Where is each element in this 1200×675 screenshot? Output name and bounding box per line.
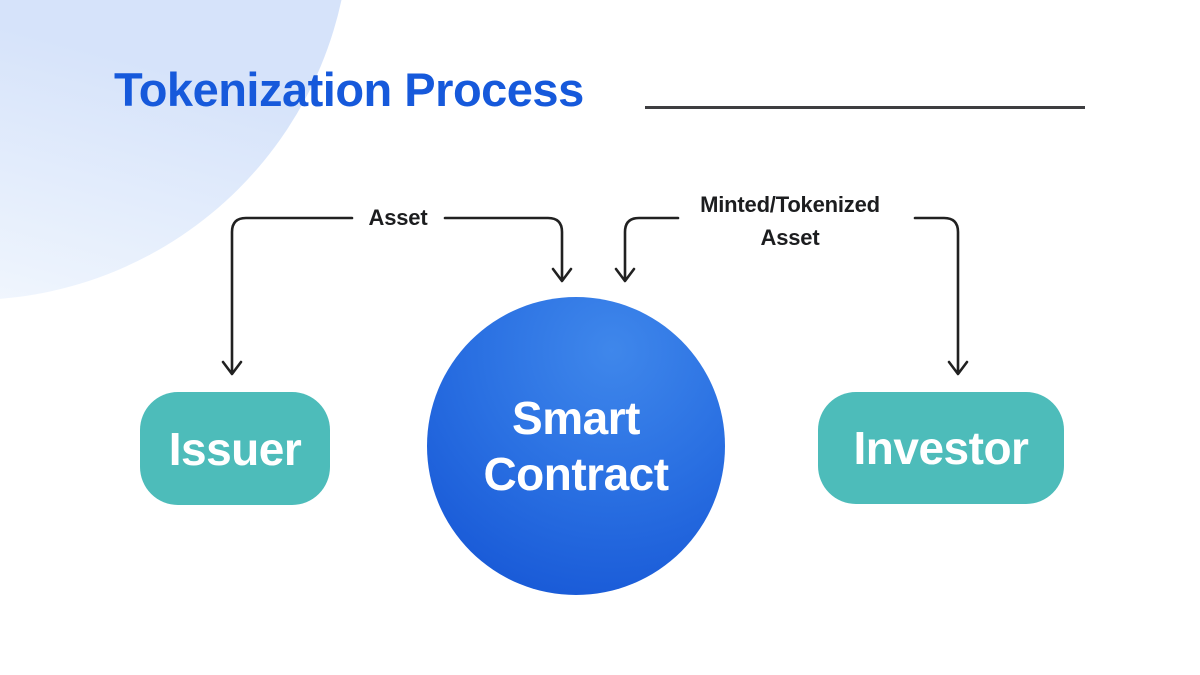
background-blob	[0, 0, 350, 300]
node-investor: Investor	[818, 392, 1064, 504]
title-underline	[645, 106, 1085, 109]
edge-label-minted-line2: Asset	[760, 225, 820, 250]
arrow-asset-to-issuer	[221, 216, 354, 376]
page-title: Tokenization Process	[114, 63, 584, 116]
node-issuer-label: Issuer	[168, 422, 302, 475]
arrow-asset-to-contract	[443, 216, 573, 283]
node-smart-contract-label-line1: Smart	[512, 392, 640, 444]
edge-label-minted-line1: Minted/Tokenized	[700, 192, 880, 217]
arrow-minted-to-investor	[913, 216, 969, 376]
edge-label-minted-tokenized-asset: Minted/Tokenized Asset	[665, 188, 915, 254]
node-smart-contract-label-line2: Contract	[483, 448, 669, 500]
edge-label-asset: Asset	[368, 205, 428, 230]
node-smart-contract: Smart Contract	[427, 297, 725, 595]
node-issuer: Issuer	[140, 392, 330, 505]
node-investor-label: Investor	[853, 422, 1029, 474]
